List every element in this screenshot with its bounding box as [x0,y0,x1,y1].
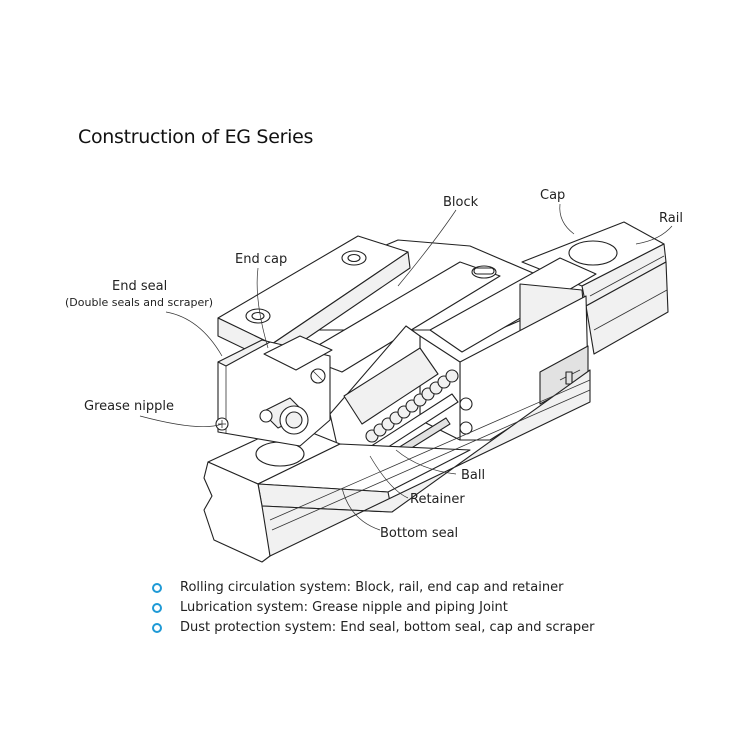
bullet-text: Dust protection system: End seal, bottom… [180,620,595,635]
label-block: Block [443,195,479,210]
leader-cap [559,203,575,235]
leader-grease-nipple [139,415,223,427]
linear-guide-diagram: Block Cap Rail End cap End seal (Double … [65,188,683,563]
leader-bottom-seal [341,487,381,531]
bullet-ring-icon [152,623,162,633]
bullet-dust-protection: Dust protection system: End seal, bottom… [150,618,594,638]
leader-rail [635,225,673,245]
label-grease-nipple: Grease nipple [84,399,174,414]
leader-end-seal [165,311,223,357]
grease-nipple [215,397,309,435]
bullet-text: Lubrication system: Grease nipple and pi… [180,600,508,615]
leader-retainer [369,455,409,499]
bullet-text: Rolling circulation system: Block, rail,… [180,580,564,595]
label-end-seal-note: (Double seals and scraper) [65,296,213,309]
bullet-rolling-circulation: Rolling circulation system: Block, rail,… [150,578,594,598]
system-bullet-list: Rolling circulation system: Block, rail,… [150,578,594,638]
label-ball: Ball [461,468,485,483]
bullet-ring-icon [152,603,162,613]
label-rail: Rail [659,211,683,226]
end-seal-assembly [217,335,333,447]
block-side-hole-top [459,397,473,411]
ball-row [365,369,459,443]
leader-end-cap [256,267,269,349]
diagram-title: Construction of EG Series [78,126,314,148]
block [217,235,597,441]
label-bottom-seal: Bottom seal [380,526,458,541]
leader-lines [139,203,673,531]
bullet-ring-icon [152,583,162,593]
label-cap: Cap [540,188,565,203]
rail-bolt-hole-back [568,240,618,266]
leader-ball [395,449,457,475]
leader-block [397,209,457,287]
bullet-lubrication: Lubrication system: Grease nipple and pi… [150,598,594,618]
label-retainer: Retainer [410,492,465,507]
label-end-seal: End seal [112,279,167,294]
label-end-cap: End cap [235,252,287,267]
